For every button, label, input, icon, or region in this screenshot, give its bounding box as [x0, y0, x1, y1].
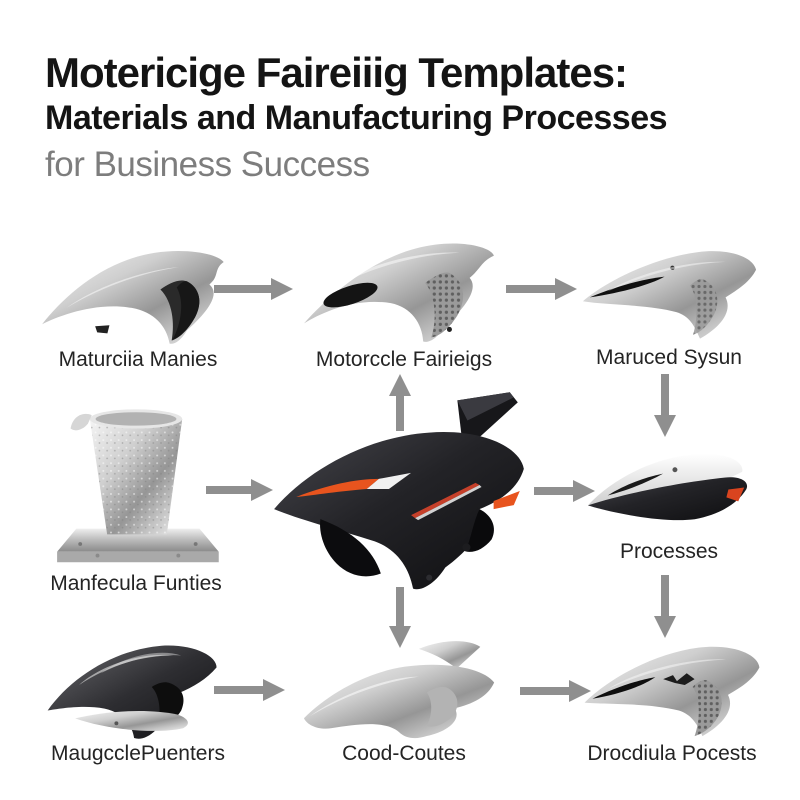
node-mold: Manfecula Funties — [36, 392, 236, 596]
node-processes: Processes — [578, 444, 760, 564]
node-manufacturing: Maruced Sysun — [578, 230, 760, 370]
node-routes-label: Cood-Coutes — [342, 742, 466, 765]
node-fairings-label: Motorccle Fairieigs — [315, 348, 493, 371]
arrow-main-fairing-to-routes — [396, 587, 404, 627]
node-manufacturing-label: Maruced Sysun — [596, 346, 742, 369]
title-line-3: for Business Success — [45, 145, 370, 185]
arrow-materials-to-fairings — [214, 285, 272, 293]
node-products-label: Drocdiula Pocests — [587, 742, 757, 765]
arrow-routes-to-products — [520, 687, 570, 695]
node-mold-label: Manfecula Funties — [50, 572, 222, 595]
title-line-2: Materials and Manufacturing Processes — [45, 98, 668, 137]
aluminum-pitcher-image — [57, 409, 219, 563]
white-black-fairing-image — [587, 453, 748, 521]
node-routes: Cood-Coutes — [298, 633, 510, 766]
arrow-main-fairing-to-fairings — [396, 395, 404, 431]
node-fairings: Motorccle Fairieigs — [298, 224, 510, 372]
silver-fairing-side-image — [42, 250, 224, 344]
node-processes-label: Processes — [619, 540, 719, 563]
arrow-fairings-to-manufacturing — [506, 285, 556, 293]
silver-swoosh-fairing-image — [303, 641, 495, 739]
arrow-main-fairing-to-processes — [534, 487, 574, 495]
node-components-label: MaugcclePuenters — [51, 742, 225, 765]
black-fairing-with-fin-image — [274, 392, 524, 590]
node-products: Drocdiula Pocests — [576, 630, 768, 766]
arrow-components-to-routes — [214, 686, 264, 694]
arrow-processes-to-products — [661, 575, 669, 617]
arrow-mold-to-main-fairing — [206, 486, 252, 494]
silver-mesh-fairing-image — [584, 646, 760, 737]
node-main-fairing — [260, 390, 547, 597]
node-materials-label: Maturciia Manies — [58, 348, 218, 371]
node-materials: Maturciia Manies — [36, 228, 240, 372]
page-title: Motericige Faireiiig Templates: Material… — [45, 48, 765, 188]
node-components: MaugcclePuenters — [36, 630, 240, 766]
title-line-1: Motericige Faireiiig Templates: — [45, 49, 628, 96]
silver-fairing-vent-image — [304, 243, 494, 342]
silver-fairing-beak-image — [582, 251, 757, 339]
arrow-manufacturing-to-processes — [661, 374, 669, 416]
dark-silver-fairing-image — [47, 645, 217, 739]
